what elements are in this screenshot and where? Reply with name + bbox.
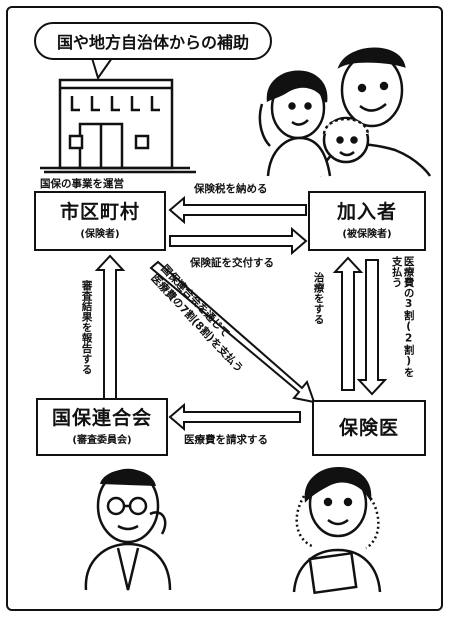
arrow-report-results <box>94 254 126 401</box>
municipality-box: 市区町村 (保険者) <box>34 191 166 251</box>
arrows <box>94 195 388 432</box>
doctor-box: 保険医 <box>312 400 426 456</box>
arrow-pay-tax <box>168 195 307 225</box>
municipality-caption: 国保の事業を運営 <box>40 178 124 190</box>
bubble-tail <box>91 57 113 81</box>
arrow-copay <box>356 259 388 396</box>
arrow-issue-card <box>169 226 308 256</box>
label-issue-card: 保険証を交付する <box>190 257 274 269</box>
label-treatment: 治療をする <box>312 272 325 325</box>
arrow-treatment <box>332 256 364 391</box>
doctor-illustration <box>292 467 382 595</box>
insured-box: 加入者 (被保険者) <box>308 191 426 251</box>
arrow-claim-costs <box>168 402 301 432</box>
federation-title: 国保連合会 <box>51 406 152 429</box>
family-illustration <box>258 47 432 177</box>
insured-subtitle: (被保険者) <box>342 229 392 241</box>
municipality-title: 市区町村 <box>59 200 140 223</box>
city-hall-illustration <box>40 78 196 174</box>
arrow-via-federation <box>149 260 316 404</box>
doctor-title: 保険医 <box>338 416 399 439</box>
label-claim-costs: 医療費を請求する <box>184 434 268 446</box>
federation-box: 国保連合会 (審査委員会) <box>36 398 168 456</box>
label-copay-2: 支払う <box>390 256 403 288</box>
federation-staff-illustration <box>84 468 172 591</box>
subsidy-bubble: 国や地方自治体からの補助 <box>34 22 272 60</box>
insured-title: 加入者 <box>336 200 397 223</box>
federation-subtitle: (審査委員会) <box>72 435 132 447</box>
label-copay-1: 医療費の3割(2割)を <box>402 256 415 378</box>
diagram-frame <box>6 6 443 611</box>
subsidy-text: 国や地方自治体からの補助 <box>56 33 249 52</box>
municipality-subtitle: (保険者) <box>80 229 120 241</box>
label-pay-tax: 保険税を納める <box>194 183 268 195</box>
label-report-results: 審査結果を報告する <box>80 280 93 375</box>
